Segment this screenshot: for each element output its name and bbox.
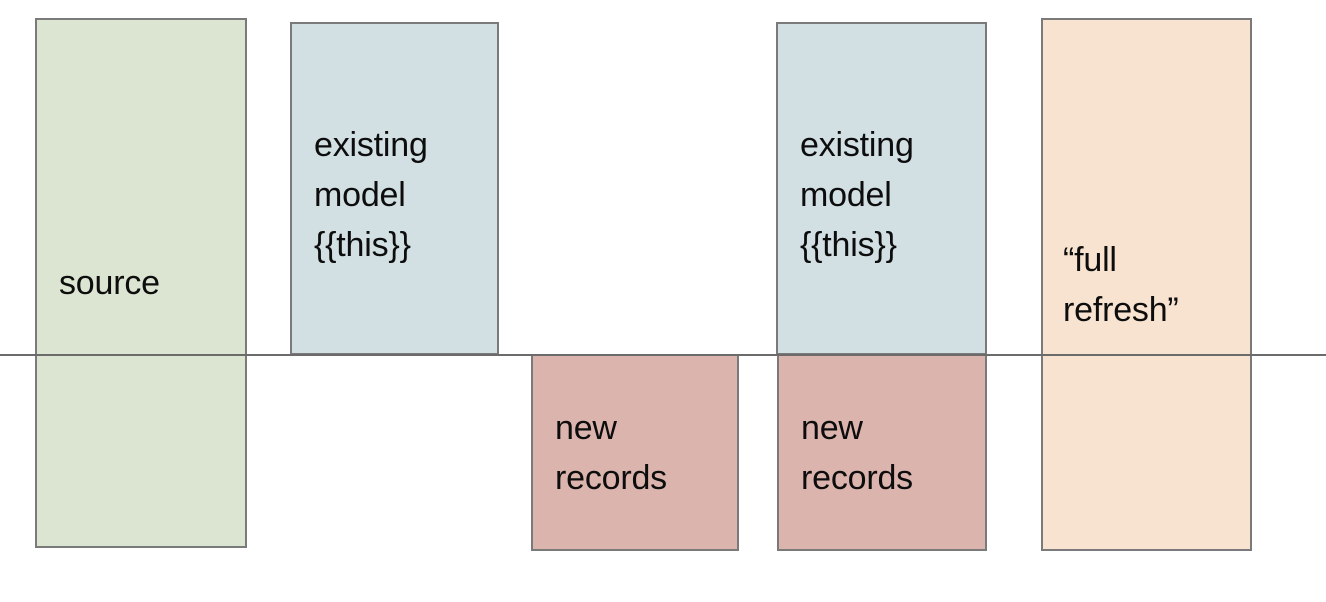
box-source-label: source: [59, 264, 160, 302]
box-full-refresh[interactable]: “full refresh”: [1041, 18, 1252, 551]
box-new-records-2-label: new records: [801, 408, 913, 497]
box-existing-model-1[interactable]: existing model {{this}}: [290, 22, 499, 355]
box-source[interactable]: source: [35, 18, 247, 548]
box-full-refresh-label: “full refresh”: [1063, 240, 1179, 329]
box-new-records-1-label: new records: [555, 408, 667, 497]
box-existing-model-2[interactable]: existing model {{this}}: [776, 22, 987, 355]
box-new-records-2[interactable]: new records: [777, 354, 987, 551]
box-new-records-1[interactable]: new records: [531, 354, 739, 551]
time-baseline: [0, 354, 1326, 356]
box-existing-model-1-label: existing model {{this}}: [314, 126, 428, 264]
box-existing-model-2-label: existing model {{this}}: [800, 126, 914, 264]
